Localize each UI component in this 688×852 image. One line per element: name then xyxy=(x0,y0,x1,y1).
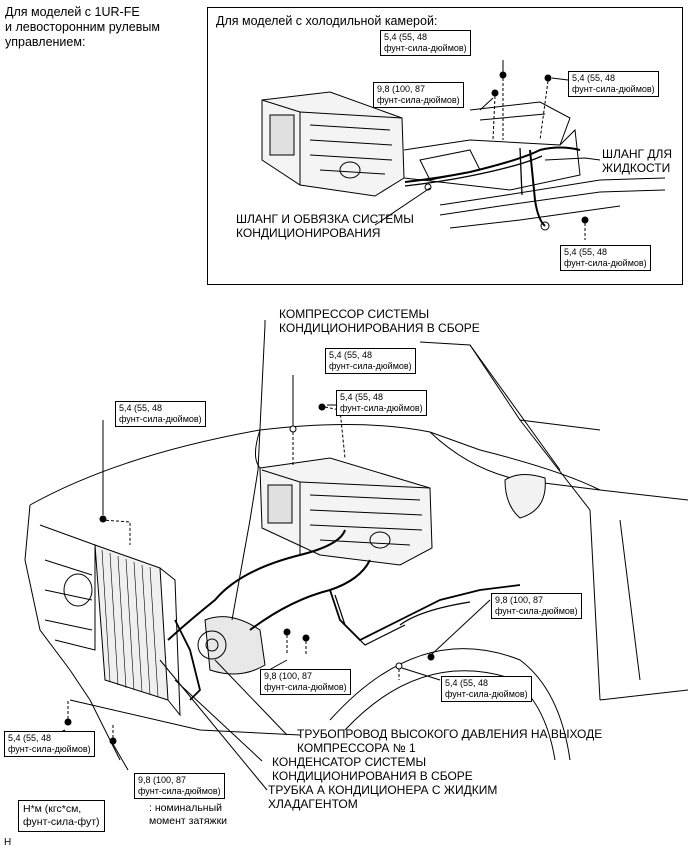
inset-torque-label-1: 5,4 (55, 48 фунт-сила-дюймов) xyxy=(380,30,471,56)
main-torque-label-6: 5,4 (55, 48 фунт-сила-дюймов) xyxy=(441,676,532,702)
inset-torque-label-2: 5,4 (55, 48 фунт-сила-дюймов) xyxy=(568,71,659,97)
main-torque-label-8: 9,8 (100, 87 фунт-сила-дюймов) xyxy=(134,773,225,799)
liquid-hose-label: ШЛАНГ ДЛЯ ЖИДКОСТИ xyxy=(602,147,673,175)
corner-mark: H xyxy=(4,837,12,848)
inset-panel xyxy=(207,7,683,285)
main-torque-label-5: 9,8 (100, 87 фунт-сила-дюймов) xyxy=(260,669,351,695)
torque-unit-legend: Н*м (кгс*см, фунт-сила-фут) xyxy=(18,800,105,832)
model-note: Для моделей с 1UR-FE и левосторонним рул… xyxy=(5,5,160,49)
main-torque-label-7: 5,4 (55, 48 фунт-сила-дюймов) xyxy=(4,731,95,757)
discharge-pipe-label: ТРУБОПРОВОД ВЫСОКОГО ДАВЛЕНИЯ НА ВЫХОДЕ … xyxy=(297,727,603,755)
main-torque-label-4: 9,8 (100, 87 фунт-сила-дюймов) xyxy=(491,593,582,619)
main-torque-label-3: 5,4 (55, 48 фунт-сила-дюймов) xyxy=(115,401,206,427)
main-torque-label-2: 5,4 (55, 48 фунт-сила-дюймов) xyxy=(336,390,427,416)
main-torque-label-1: 5,4 (55, 48 фунт-сила-дюймов) xyxy=(325,348,416,374)
inset-title: Для моделей с холодильной камерой: xyxy=(216,14,438,28)
ac-hose-label: ШЛАНГ И ОБВЯЗКА СИСТЕМЫ КОНДИЦИОНИРОВАНИ… xyxy=(236,212,414,240)
inset-torque-label-4: 5,4 (55, 48 фунт-сила-дюймов) xyxy=(560,245,651,271)
compressor-label: КОМПРЕССОР СИСТЕМЫ КОНДИЦИОНИРОВАНИЯ В С… xyxy=(279,307,480,335)
inset-torque-label-3: 9,8 (100, 87 фунт-сила-дюймов) xyxy=(373,82,464,108)
torque-legend-description: : номинальный момент затяжки xyxy=(149,802,228,827)
liquid-tube-label: ТРУБКА А КОНДИЦИОНЕРА С ЖИДКИМ ХЛАДАГЕНТ… xyxy=(268,783,498,811)
condenser-label: КОНДЕНСАТОР СИСТЕМЫ КОНДИЦИОНИРОВАНИЯ В … xyxy=(272,755,473,783)
